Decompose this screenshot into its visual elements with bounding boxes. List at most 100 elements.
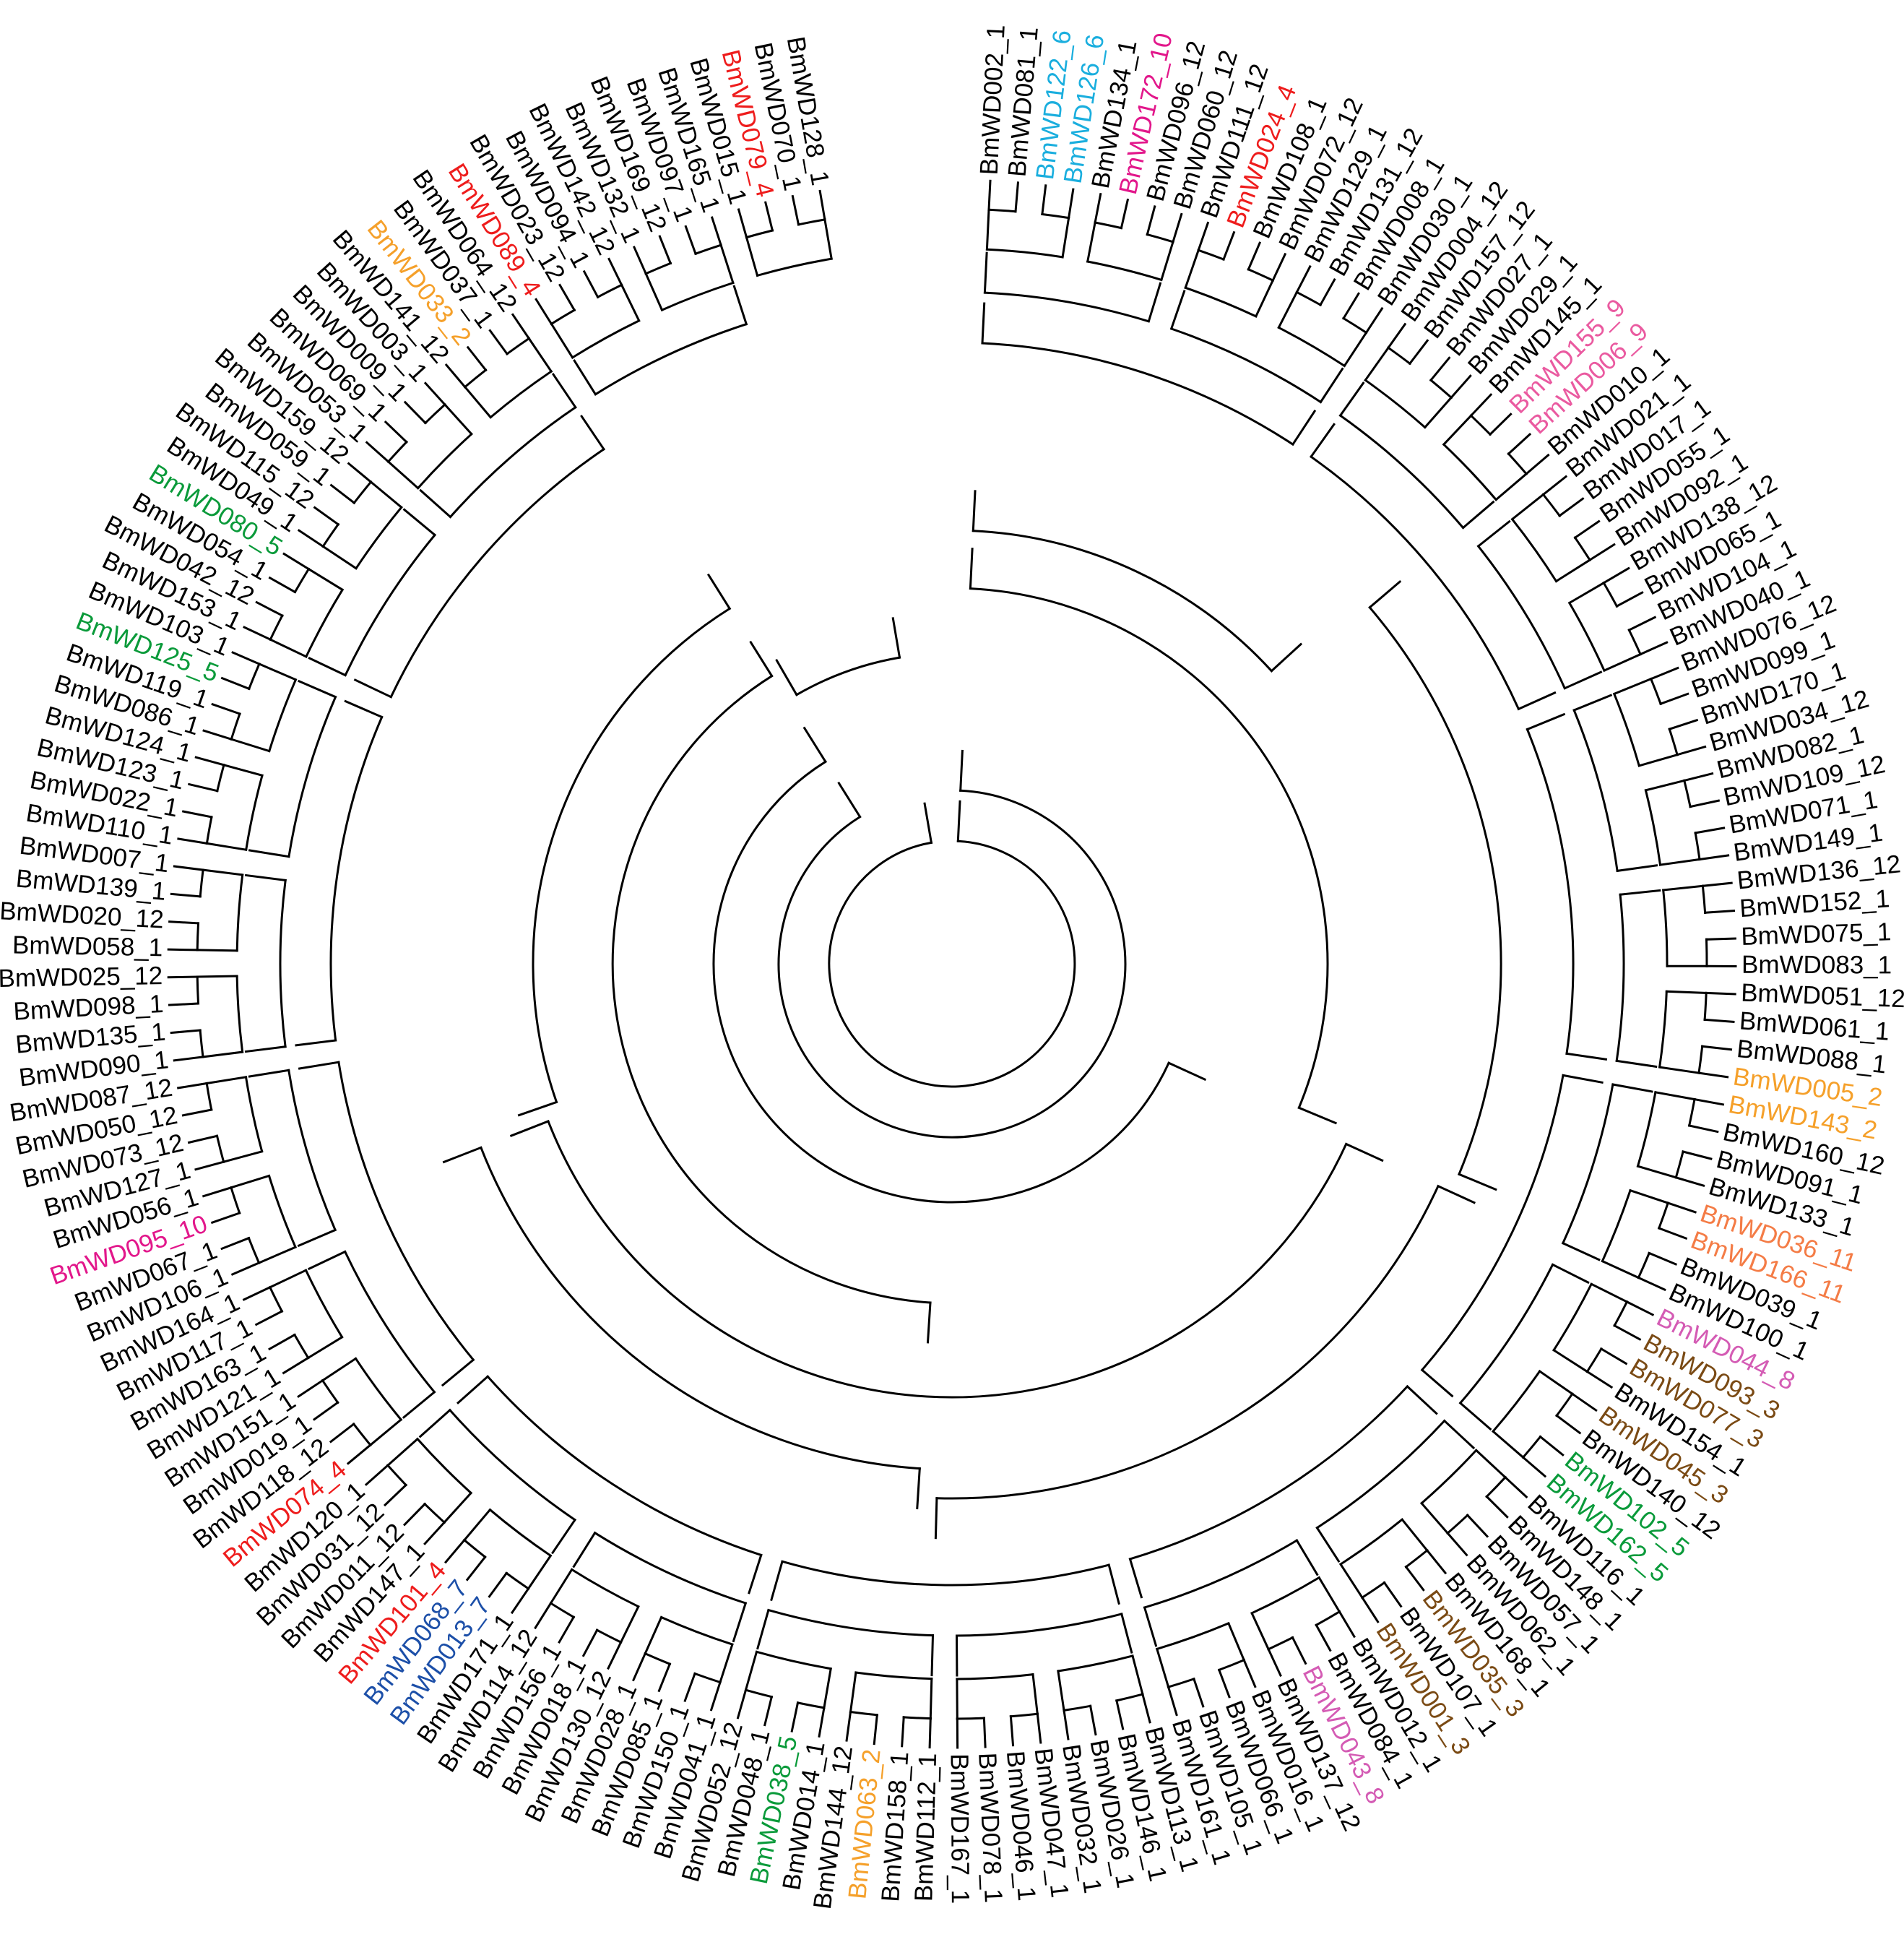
clade-stem — [1338, 1563, 1364, 1600]
clade-arc — [215, 763, 225, 793]
leaf-branch — [329, 483, 356, 505]
clade-arc — [644, 262, 672, 275]
leaf-branch — [607, 1641, 623, 1670]
clade-arc — [343, 1250, 436, 1394]
leaf-branch — [1197, 221, 1210, 252]
clade-arc — [1295, 290, 1323, 307]
leaf-branch — [383, 1483, 408, 1507]
leaf-branch — [633, 246, 648, 275]
clade-stem — [1458, 1401, 1492, 1431]
clade-arc — [570, 1568, 640, 1608]
clade-stem — [549, 1568, 574, 1605]
clade-stem — [732, 1602, 748, 1643]
leaf-branch — [1689, 799, 1721, 808]
clade-stem — [983, 251, 988, 294]
clade-arc — [1404, 1548, 1429, 1568]
leaf-branch — [187, 782, 219, 793]
clade-arc — [550, 308, 576, 326]
leaf-branch — [347, 462, 373, 484]
clade-arc — [269, 614, 284, 642]
clade-arc — [969, 587, 1329, 1110]
leaf-branch — [402, 1502, 427, 1527]
clade-arc — [1567, 601, 1606, 673]
leaf-branch — [558, 283, 576, 312]
leaf-branch — [466, 345, 488, 372]
leaf-branch — [168, 920, 200, 925]
leaf-branch — [423, 1521, 446, 1545]
clade-stem — [297, 1228, 337, 1248]
leaf-branch — [558, 1615, 576, 1644]
clade-stem — [196, 975, 238, 978]
clade-stem — [1510, 493, 1545, 521]
clade-arc — [1315, 1610, 1341, 1627]
clade-stem — [442, 1491, 473, 1524]
clade-arc — [1485, 1475, 1507, 1498]
clade-arc — [1601, 1188, 1632, 1263]
clade-arc — [230, 1186, 241, 1214]
clade-arc — [854, 1671, 933, 1680]
clade-arc — [1338, 414, 1465, 530]
clade-stem — [1406, 1384, 1438, 1415]
clade-arc — [386, 1464, 408, 1487]
leaf-branch — [173, 865, 204, 871]
clade-arc — [1541, 493, 1562, 517]
clade-stem — [1315, 1526, 1341, 1563]
clade-arc — [1521, 1435, 1542, 1459]
clade-stem — [1474, 1449, 1507, 1479]
leaf-branch — [1094, 192, 1102, 224]
clade-stem — [1491, 1430, 1525, 1459]
leaf-branch — [818, 189, 826, 221]
clade-arc — [235, 873, 244, 952]
leaf-branch — [1697, 1071, 1729, 1079]
clade-stem — [257, 663, 298, 681]
leaf-branch — [403, 400, 428, 425]
clade-arc — [1267, 1636, 1294, 1651]
leaf-branch — [1271, 252, 1287, 282]
clade-stem — [419, 488, 452, 519]
clade-stem — [230, 738, 271, 753]
clade-arc — [486, 1375, 763, 1557]
leaf-branch — [535, 298, 553, 326]
leaf-branch — [1649, 666, 1679, 681]
clade-stem — [1619, 889, 1661, 896]
leaf-branch — [1705, 991, 1736, 996]
clade-stem — [1270, 642, 1303, 673]
leaf-branch — [173, 1056, 204, 1062]
clade-arc — [1442, 443, 1498, 501]
clade-stem — [1423, 396, 1453, 429]
clade-arc — [1649, 677, 1663, 706]
clade-arc — [797, 218, 826, 226]
clade-stem — [321, 1357, 358, 1382]
clade-arc — [1197, 249, 1225, 261]
clade-arc — [1458, 1263, 1554, 1405]
clade-arc — [611, 674, 932, 1304]
clade-stem — [1565, 1052, 1608, 1061]
clade-stem — [202, 1050, 244, 1058]
leaf-branch — [684, 225, 697, 256]
clade-stem — [1563, 670, 1603, 690]
clade-stem — [1120, 1613, 1133, 1654]
leaf-branch — [1674, 1175, 1705, 1187]
leaf-branch — [1521, 1456, 1547, 1478]
clade-arc — [199, 1029, 204, 1058]
clade-stem — [462, 1508, 492, 1542]
leaf-branch — [1627, 616, 1657, 632]
clade-stem — [1295, 1539, 1319, 1576]
leaf-label: BmWD112_1 — [909, 1753, 942, 1902]
leaf-branch — [1466, 1514, 1489, 1538]
leaf-branch — [220, 1236, 251, 1251]
clade-stem — [1615, 1059, 1658, 1069]
clade-stem — [1612, 677, 1653, 696]
leaf-branch — [1067, 188, 1075, 220]
leaf-branch — [1217, 1668, 1231, 1699]
clade-stem — [298, 1061, 340, 1070]
clade-arc — [267, 678, 298, 753]
clade-stem — [1494, 472, 1528, 501]
leaf-branch — [187, 1134, 219, 1144]
clade-arc — [549, 1602, 576, 1619]
clade-arc — [849, 1710, 878, 1717]
clade-arc — [955, 1613, 1123, 1637]
leaf-branch — [1063, 1709, 1070, 1740]
clade-stem — [321, 545, 358, 570]
clade-stem — [1616, 864, 1658, 873]
